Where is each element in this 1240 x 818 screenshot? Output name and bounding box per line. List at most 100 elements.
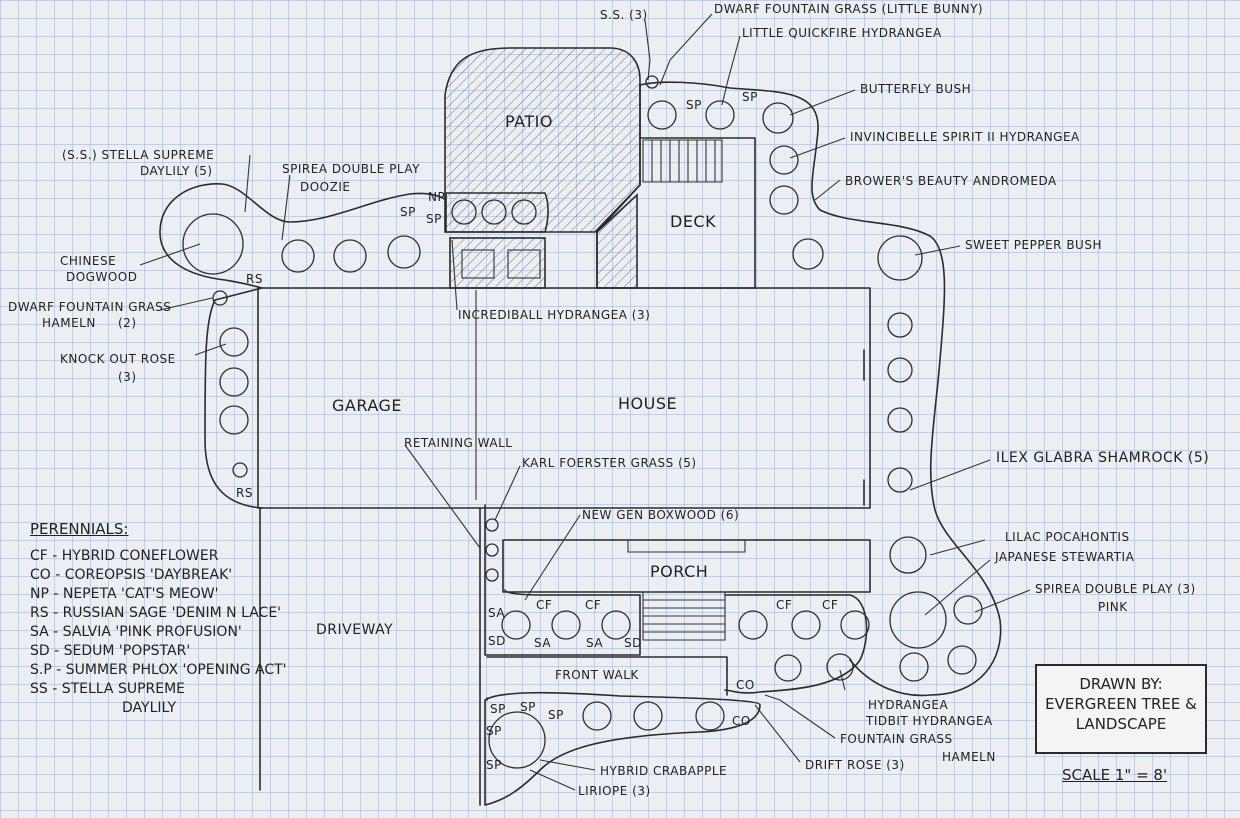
legend-item: CF - HYBRID CONEFLOWER bbox=[30, 548, 219, 564]
sp-code: SP bbox=[686, 98, 702, 112]
cf-code: CF bbox=[822, 598, 839, 612]
cf-code: CF bbox=[776, 598, 793, 612]
hydrangea-tidbit-label-1: HYDRANGEA bbox=[868, 698, 949, 712]
sp-code: SP bbox=[490, 702, 506, 716]
house-outline bbox=[257, 287, 871, 509]
knockout-label-2: (3) bbox=[118, 370, 137, 384]
sp-code: SP bbox=[548, 708, 564, 722]
drawn-by-box: DRAWN BY: EVERGREEN TREE & LANDSCAPE bbox=[1035, 664, 1207, 754]
dwarf-hameln-label-3: (2) bbox=[118, 316, 137, 330]
sweet-pepper-label: SWEET PEPPER BUSH bbox=[965, 238, 1102, 252]
liriope-label: LIRIOPE (3) bbox=[578, 784, 651, 798]
window-well bbox=[449, 237, 546, 289]
browers-beauty-label: BROWER'S BEAUTY ANDROMEDA bbox=[845, 174, 1057, 188]
little-bunny-label: DWARF FOUNTAIN GRASS (LITTLE BUNNY) bbox=[714, 2, 984, 16]
legend-item: SD - SEDUM 'POPSTAR' bbox=[30, 643, 191, 659]
legend-item: RS - RUSSIAN SAGE 'DENIM N LACE' bbox=[30, 605, 282, 621]
fountain-hameln-label-2: HAMELN bbox=[942, 750, 996, 764]
drift-rose-label: DRIFT ROSE (3) bbox=[805, 758, 905, 772]
patio-label: PATIO bbox=[505, 112, 553, 131]
scale-label: SCALE 1" = 8' bbox=[1062, 766, 1168, 784]
patio-side-bed bbox=[445, 192, 549, 233]
porch-label: PORCH bbox=[650, 562, 709, 581]
deck-label: DECK bbox=[670, 212, 717, 231]
porch-front-bed bbox=[484, 504, 641, 656]
front-walk bbox=[486, 656, 728, 701]
porch-steps bbox=[642, 591, 726, 641]
sp-code: SP bbox=[486, 724, 502, 738]
ss3-label: S.S. (3) bbox=[600, 8, 648, 22]
sweet-pepper-symbol bbox=[877, 235, 923, 281]
legend-item: SA - SALVIA 'PINK PROFUSION' bbox=[30, 624, 242, 640]
np-code: NP bbox=[428, 190, 446, 204]
invincibelle-label: INVINCIBELLE SPIRIT II HYDRANGEA bbox=[850, 130, 1080, 144]
legend-title: PERENNIALS: bbox=[30, 520, 129, 538]
patio-outline bbox=[444, 47, 641, 233]
legend-item: CO - COREOPSIS 'DAYBREAK' bbox=[30, 567, 233, 583]
chinese-dogwood-symbol bbox=[182, 213, 244, 275]
sp-code: SP bbox=[520, 700, 536, 714]
garage-label: GARAGE bbox=[332, 396, 402, 415]
incrediball-label: INCREDIBALL HYDRANGEA (3) bbox=[458, 308, 651, 322]
lilac-label: LILAC POCAHONTIS bbox=[1005, 530, 1130, 544]
knockout-label-1: KNOCK OUT ROSE bbox=[60, 352, 176, 366]
chinese-dogwood-label-1: CHINESE bbox=[60, 254, 117, 268]
sd-code: SD bbox=[624, 636, 642, 650]
co-code: CO bbox=[732, 714, 751, 728]
crabapple-bed bbox=[484, 691, 761, 806]
co-code: CO bbox=[736, 678, 755, 692]
perennials-legend: PERENNIALS: CF - HYBRID CONEFLOWER CO - … bbox=[30, 520, 287, 719]
left-planting-bed bbox=[159, 183, 447, 509]
little-quickfire-label: LITTLE QUICKFIRE HYDRANGEA bbox=[742, 26, 942, 40]
sp-code: SP bbox=[486, 758, 502, 772]
new-gen-boxwood-label: NEW GEN BOXWOOD (6) bbox=[582, 508, 740, 522]
lilac-symbol bbox=[889, 536, 927, 574]
sa-code: SA bbox=[586, 636, 604, 650]
hydrangea-tidbit-label-2: TIDBIT HYDRANGEA bbox=[866, 714, 993, 728]
legend-item: NP - NEPETA 'CAT'S MEOW' bbox=[30, 586, 219, 602]
sd-code: SD bbox=[488, 634, 506, 648]
rs-code: RS bbox=[236, 486, 253, 500]
plant-symbols bbox=[182, 75, 983, 769]
legend-item: SS - STELLA SUPREME bbox=[30, 681, 186, 697]
sa-code: SA bbox=[488, 606, 506, 620]
sp-code: SP bbox=[400, 205, 416, 219]
rs-code: RS bbox=[246, 272, 263, 286]
legend-item: DAYLILY bbox=[122, 700, 176, 716]
karl-foerster-label: KARL FOERSTER GRASS (5) bbox=[522, 456, 697, 470]
leader-lines bbox=[139, 13, 1031, 791]
fountain-hameln-label-1: FOUNTAIN GRASS bbox=[840, 732, 953, 746]
sp-code: SP bbox=[426, 212, 442, 226]
butterfly-bush-label: BUTTERFLY BUSH bbox=[860, 82, 972, 96]
crabapple-symbol bbox=[488, 711, 546, 769]
spirea-pink-label-2: PINK bbox=[1098, 600, 1128, 614]
driveway-label: DRIVEWAY bbox=[316, 622, 394, 638]
retaining-wall-label: RETAINING WALL bbox=[404, 436, 513, 450]
front-walk-label: FRONT WALK bbox=[555, 668, 639, 682]
spirea-doozie-label-2: DOOZIE bbox=[300, 180, 351, 194]
dwarf-hameln-label-1: DWARF FOUNTAIN GRASS bbox=[8, 300, 172, 314]
spirea-doozie-label-1: SPIREA DOUBLE PLAY bbox=[282, 162, 420, 176]
stella-label-1: (S.S.) STELLA SUPREME bbox=[62, 148, 215, 162]
house-label: HOUSE bbox=[618, 394, 678, 413]
company-line-2: LANDSCAPE bbox=[1075, 715, 1167, 733]
right-front-bed bbox=[724, 594, 868, 694]
cf-code: CF bbox=[536, 598, 553, 612]
chinese-dogwood-label-2: DOGWOOD bbox=[66, 270, 138, 284]
sa-code: SA bbox=[534, 636, 552, 650]
stella-label-2: DAYLILY (5) bbox=[140, 164, 213, 178]
crabapple-label: HYBRID CRABAPPLE bbox=[600, 764, 728, 778]
sp-code: SP bbox=[742, 90, 758, 104]
legend-item: S.P - SUMMER PHLOX 'OPENING ACT' bbox=[30, 662, 287, 678]
right-upper-bed bbox=[639, 81, 1002, 697]
deck-stairs bbox=[642, 139, 723, 183]
stewartia-symbol bbox=[889, 591, 947, 649]
ilex-glabra-label: ILEX GLABRA SHAMROCK (5) bbox=[996, 450, 1210, 466]
stewartia-label: JAPANESE STEWARTIA bbox=[995, 550, 1135, 564]
cf-code: CF bbox=[585, 598, 602, 612]
company-line-1: EVERGREEN TREE & bbox=[1045, 695, 1197, 713]
drawn-by-line: DRAWN BY: bbox=[1079, 675, 1163, 693]
spirea-pink-label-1: SPIREA DOUBLE PLAY (3) bbox=[1035, 582, 1196, 596]
dwarf-hameln-label-2: HAMELN bbox=[42, 316, 96, 330]
